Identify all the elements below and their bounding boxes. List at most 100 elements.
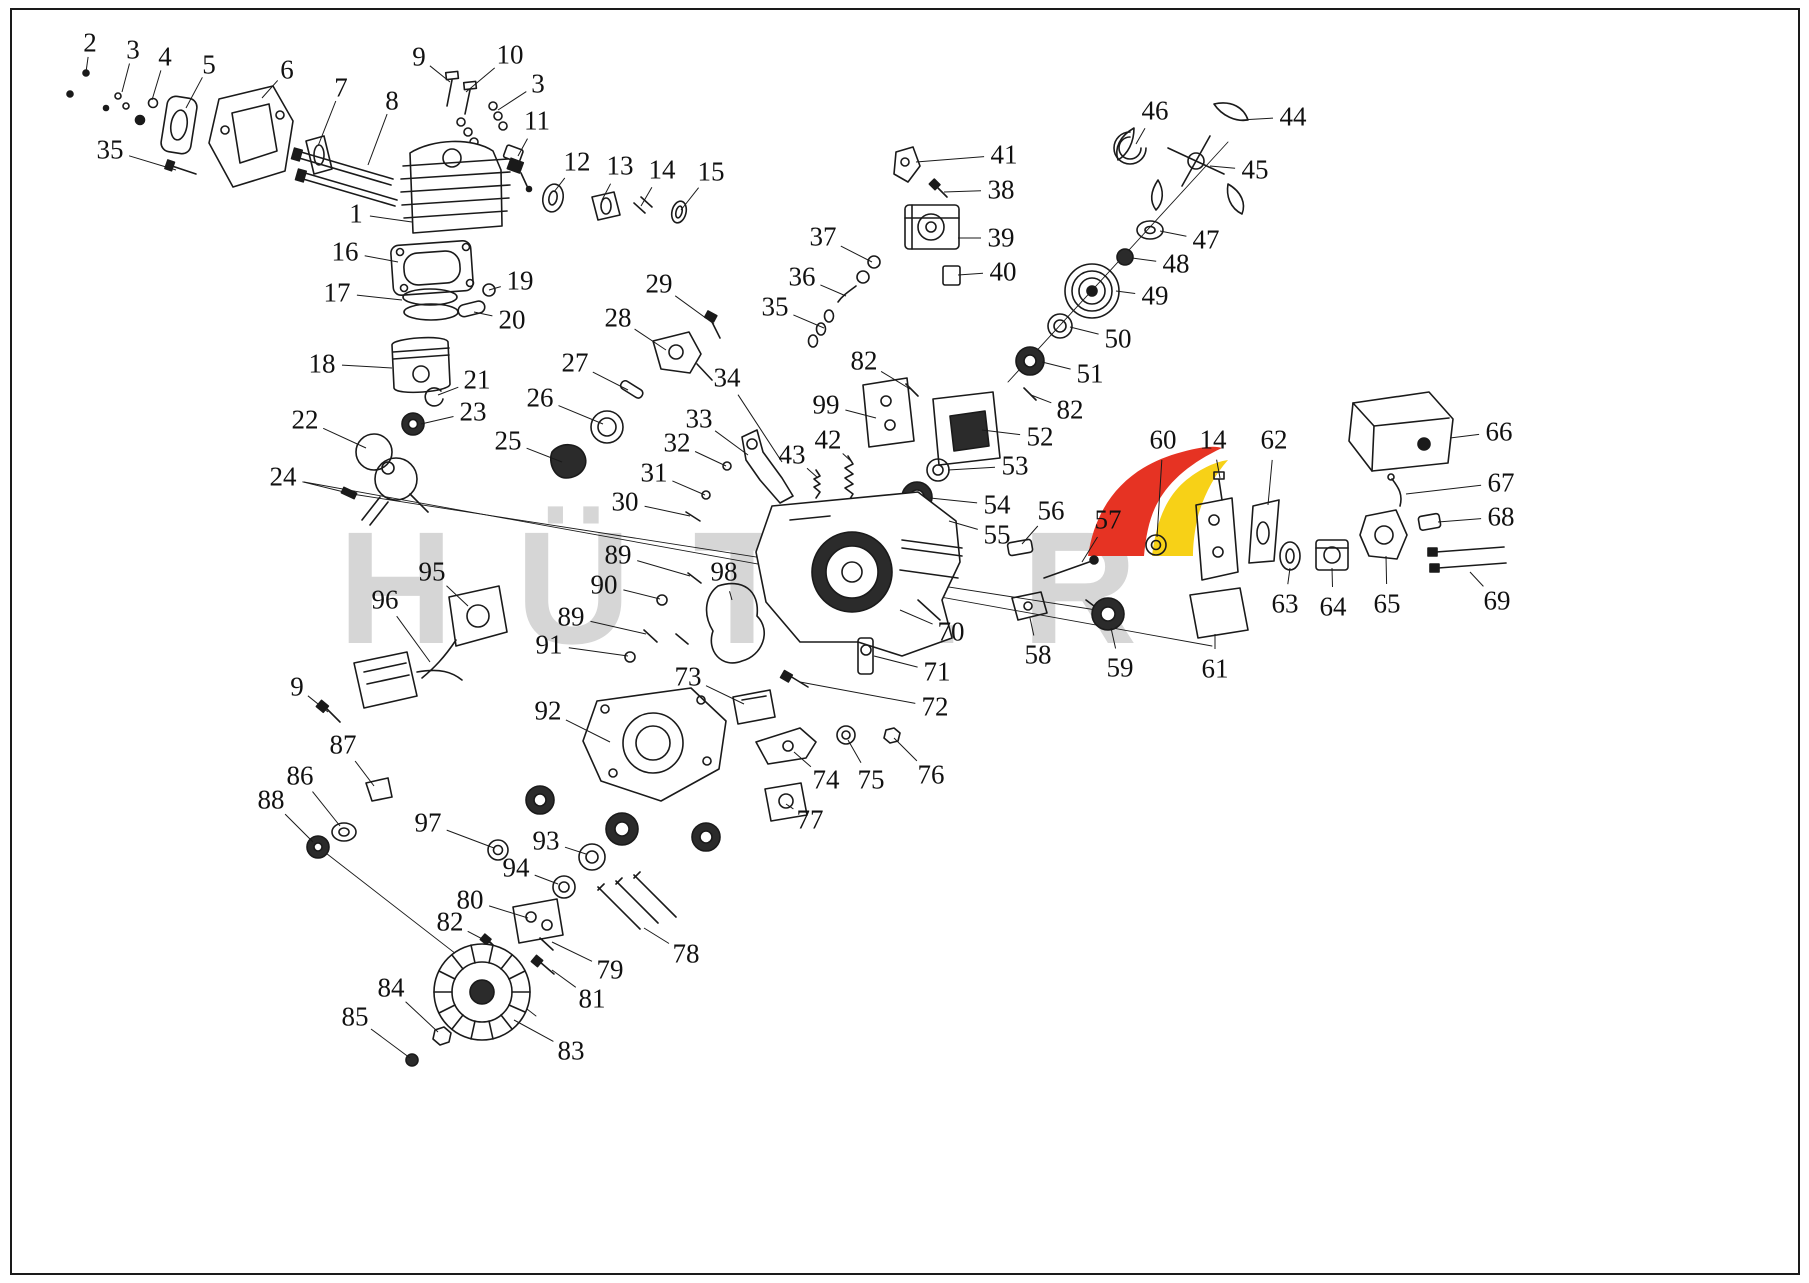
part-number-43-40: 40	[989, 256, 1017, 287]
leader-line-13-part-13	[601, 183, 612, 201]
seal-94-drawing	[552, 875, 576, 899]
leader-line-28-part-27	[592, 371, 629, 391]
leader-line-20-part-20	[473, 311, 493, 317]
part-number-19-19: 19	[506, 265, 534, 296]
leader-line-97-part-94	[534, 874, 559, 885]
leader-line-55-part-44	[1239, 117, 1274, 121]
leader-line-66-part-67	[1405, 484, 1482, 495]
leader-line-29-part-26	[558, 405, 604, 425]
part-number-16-1: 1	[349, 198, 363, 229]
leader-line-81-part-89	[590, 620, 647, 635]
pawl-87-drawing	[365, 777, 393, 802]
part-number-63-14: 14	[1199, 424, 1227, 455]
carburetor-drawing	[904, 204, 960, 250]
leader-line-53-part-57	[1081, 536, 1098, 563]
leader-line-87-part-92	[565, 719, 611, 743]
leader-line-86-part-73	[705, 685, 745, 705]
part-number-51-55: 55	[983, 519, 1011, 550]
leader-line-10-part-11	[517, 138, 528, 157]
part-number-101-79: 79	[596, 954, 624, 985]
leader-line-7-part-9	[429, 65, 451, 83]
leader-line-25-part-24	[302, 481, 345, 493]
leader-line-0-part-2	[85, 56, 89, 73]
leader-line-90-part-75	[847, 739, 862, 763]
part-number-94-88: 88	[257, 784, 285, 815]
spacer-56-drawing	[1006, 538, 1034, 557]
part-number-47-52: 52	[1026, 421, 1054, 452]
leader-line-58-part-48	[1131, 257, 1157, 262]
part-number-78-89: 89	[604, 539, 632, 570]
leader-line-62-part-60	[1156, 459, 1163, 538]
leader-line-61-part-51	[1041, 361, 1071, 370]
leader-line-84-part-96	[396, 615, 431, 663]
part-number-26-29: 29	[645, 268, 673, 299]
part-number-79-98: 98	[710, 556, 738, 587]
leader-line-24-part-22	[322, 427, 367, 449]
bracket-73-drawing	[732, 689, 776, 725]
leader-line-15-part-15	[680, 187, 699, 211]
part-number-2-4: 4	[158, 41, 172, 72]
part-number-27-28: 28	[604, 302, 632, 333]
leader-line-96-part-93	[564, 846, 587, 855]
part-number-77-72: 72	[921, 691, 949, 722]
leader-line-27-part-28	[634, 328, 667, 351]
part-number-21-18: 18	[308, 348, 336, 379]
brake-lever-drawing	[741, 429, 794, 504]
leader-lines-layer	[85, 56, 1484, 1059]
grommet-68-drawing	[1417, 512, 1442, 531]
part-number-65-66: 66	[1485, 416, 1513, 447]
filter-gasket-62-drawing	[1248, 499, 1280, 564]
part-number-15-15: 15	[697, 156, 725, 187]
leader-line-104-part-85	[370, 1028, 411, 1059]
part-number-3-5: 5	[202, 49, 216, 80]
worm-gear-75-drawing	[836, 725, 856, 745]
leader-line-102-part-81	[551, 969, 577, 988]
leader-line-16-part-1	[369, 215, 413, 223]
part-number-5-7: 7	[334, 72, 348, 103]
leader-line-46-part-99	[845, 409, 877, 419]
tank-screws-69-drawing	[1427, 546, 1507, 573]
brand-watermark: HÜTER	[338, 508, 1199, 668]
leader-line-85-part-9	[307, 695, 329, 713]
pump-plate-80-drawing	[512, 898, 564, 944]
leader-line-36-part-43	[806, 467, 819, 479]
starter-bushing-48-drawing	[1116, 248, 1134, 266]
leader-line-91-part-76	[893, 737, 918, 762]
crankcase-assembly-drawing	[755, 491, 963, 657]
part-number-18-17: 17	[323, 277, 351, 308]
fuel-hose-drawing	[1387, 473, 1402, 507]
part-number-25-24: 24	[269, 461, 297, 492]
chain-tensioner-71-drawing	[857, 637, 874, 675]
part-number-90-75: 75	[857, 764, 885, 795]
part-number-103-84: 84	[377, 972, 405, 1003]
oil-pump-77-drawing	[764, 782, 808, 822]
leader-line-98-part-80	[488, 905, 529, 919]
carb-spacer-drawing	[942, 265, 961, 286]
leader-line-105-part-83	[513, 1019, 554, 1042]
leader-line-73-part-58	[1029, 617, 1035, 636]
leader-line-23-part-23	[420, 416, 454, 425]
part-number-14-14: 14	[648, 154, 676, 185]
leader-line-83-part-95	[446, 585, 469, 607]
part-number-35-30: 30	[611, 486, 639, 517]
cylinder-gasket-drawing	[390, 240, 475, 296]
clutch-drum-59-drawing	[1085, 597, 1125, 631]
brand-logo-swoosh	[1088, 446, 1228, 556]
nut-76-drawing	[883, 727, 901, 744]
part-number-66-67: 67	[1487, 467, 1515, 498]
part-number-76-71: 71	[923, 656, 951, 687]
washer-97-drawing	[487, 839, 509, 861]
part-number-56-45: 45	[1241, 154, 1269, 185]
part-number-82-91: 91	[535, 629, 563, 660]
crankcase-gasket-98-drawing	[705, 582, 766, 664]
leader-line-75-part-70	[899, 609, 933, 625]
leader-line-79-part-98	[729, 591, 733, 601]
part-number-13-13: 13	[606, 150, 634, 181]
part-number-1-3: 3	[126, 34, 140, 65]
brake-ring-drawing	[590, 410, 624, 444]
crankcase-half-92-drawing	[582, 687, 727, 802]
screw-82b-drawing	[1023, 387, 1037, 401]
leader-line-77-part-72	[799, 681, 916, 704]
part-number-44-35: 35	[761, 291, 789, 322]
handle-bracket-74-drawing	[755, 727, 817, 765]
